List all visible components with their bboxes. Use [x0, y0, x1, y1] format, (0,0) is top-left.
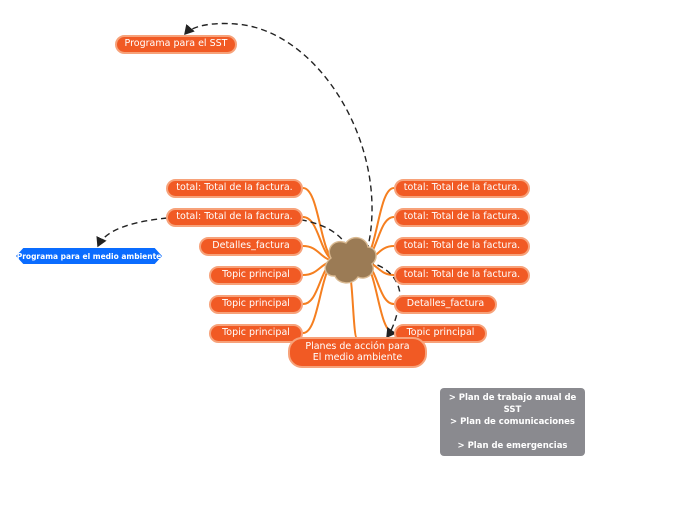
- central-cloud: [324, 236, 377, 284]
- left-node-2[interactable]: total: Total de la factura.: [166, 208, 303, 227]
- left-node-1[interactable]: total: Total de la factura.: [166, 179, 303, 198]
- left-node-4[interactable]: Topic principal: [209, 266, 303, 285]
- note-plan-emergencias: > Plan de emergencias: [457, 441, 568, 451]
- blue-node-programa-medio-ambiente[interactable]: Programa para el medio ambiente: [16, 248, 162, 264]
- left-node-3[interactable]: Detalles_factura: [199, 237, 303, 256]
- branch-bottom: [348, 274, 358, 339]
- right-node-4[interactable]: total: Total de la factura.: [394, 266, 530, 285]
- left-node-5[interactable]: Topic principal: [209, 295, 303, 314]
- top-node-programa-sst[interactable]: Programa para el SST: [115, 35, 237, 54]
- dashed-link-sst: [184, 22, 373, 252]
- note-plan-comunicaciones: > Plan de comunicaciones: [450, 417, 575, 427]
- right-node-5[interactable]: Detalles_factura: [394, 295, 497, 314]
- bottom-node-planes-accion[interactable]: Planes de acción para El medio ambiente: [288, 337, 427, 368]
- right-node-3[interactable]: total: Total de la factura.: [394, 237, 530, 256]
- note-plan-trabajo: > Plan de trabajo anual de SST: [448, 393, 577, 415]
- dashed-link-medio-ambiente: [96, 214, 353, 257]
- right-node-2[interactable]: total: Total de la factura.: [394, 208, 530, 227]
- right-node-1[interactable]: total: Total de la factura.: [394, 179, 530, 198]
- notes-panel[interactable]: > Plan de trabajo anual de SST > Plan de…: [440, 388, 585, 456]
- left-node-6[interactable]: Topic principal: [209, 324, 303, 343]
